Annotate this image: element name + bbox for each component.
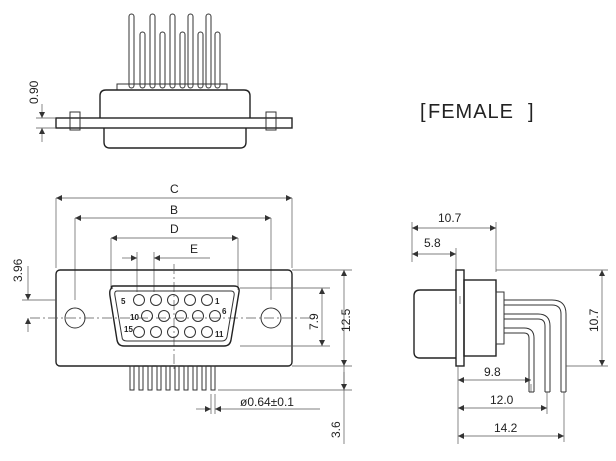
contacts-row-3 — [133, 326, 213, 338]
dim-107-right: 10.7 — [496, 269, 608, 367]
side-insulator-step — [495, 291, 505, 345]
dim-98: 9.8 — [457, 365, 532, 444]
top-view-pins — [116, 13, 228, 91]
top-view: 0.90 — [27, 13, 293, 149]
dim-pin-dia-label: ø0.64±0.1 — [240, 395, 294, 409]
dim-125-label: 12.5 — [339, 308, 353, 332]
dim-79: 7.9 — [240, 287, 330, 347]
contacts-row-2 — [141, 310, 221, 322]
pin-label-1: 1 — [215, 297, 220, 306]
dim-B: B — [74, 203, 272, 300]
flange-rivet-left — [69, 111, 81, 131]
dim-120-label: 12.0 — [490, 393, 514, 407]
dim-58-label: 5.8 — [424, 236, 441, 250]
front-view: C B D E — [11, 182, 353, 444]
pin-label-10: 10 — [130, 313, 139, 322]
flange-rivet-right — [265, 111, 277, 131]
dim-E-label: E — [190, 242, 198, 256]
dim-120: 12.0 — [458, 392, 548, 414]
dim-flange-thickness: 0.90 — [27, 80, 56, 142]
side-shell — [413, 289, 456, 359]
d-shell-outer — [109, 285, 240, 347]
dim-79-label: 7.9 — [307, 313, 321, 330]
side-pins — [504, 299, 567, 393]
dim-396-label: 3.96 — [11, 258, 25, 282]
dim-98-label: 9.8 — [484, 365, 501, 379]
dim-58: 5.8 — [412, 236, 457, 270]
dim-C-label: C — [170, 182, 179, 196]
pin-label-6: 6 — [222, 307, 227, 316]
pin-label-5: 5 — [121, 297, 126, 306]
gender-label: [ FEMALE ] — [420, 101, 535, 123]
dim-125: 12.5 — [292, 269, 353, 367]
dim-D: D — [110, 222, 239, 290]
pin-label-11: 11 — [215, 330, 224, 339]
dim-142: 14.2 — [458, 392, 565, 442]
shell-top — [99, 89, 251, 118]
side-insulator — [463, 279, 497, 357]
shell-mating-face — [103, 128, 247, 149]
female-bracket-right: ] — [528, 101, 535, 123]
dim-396: 3.96 — [11, 258, 56, 332]
dim-142-label: 14.2 — [494, 421, 518, 435]
dim-C: C — [55, 182, 293, 268]
dim-107-right-label: 10.7 — [587, 308, 601, 332]
d-shell-inner — [114, 290, 235, 342]
dim-E: E — [122, 242, 210, 292]
dim-36-label: 3.6 — [329, 421, 343, 438]
dim-36: 3.6 — [218, 366, 352, 444]
dim-090-label: 0.90 — [27, 80, 41, 104]
dim-B-label: B — [170, 203, 178, 217]
tail-pins — [129, 365, 216, 391]
dim-107-top-label: 10.7 — [438, 211, 462, 225]
female-bracket-left: [ — [420, 101, 427, 123]
female-label: FEMALE — [428, 101, 514, 123]
pin-label-15: 15 — [124, 325, 133, 334]
side-flange — [455, 269, 465, 367]
dim-pin-diameter: ø0.64±0.1 — [196, 394, 320, 414]
dim-107-top: 10.7 — [411, 211, 497, 272]
mounting-flange-top — [55, 117, 293, 129]
dim-D-label: D — [170, 222, 179, 236]
side-view: 10.7 5.8 — [411, 211, 608, 444]
contacts-row-1 — [133, 294, 213, 306]
